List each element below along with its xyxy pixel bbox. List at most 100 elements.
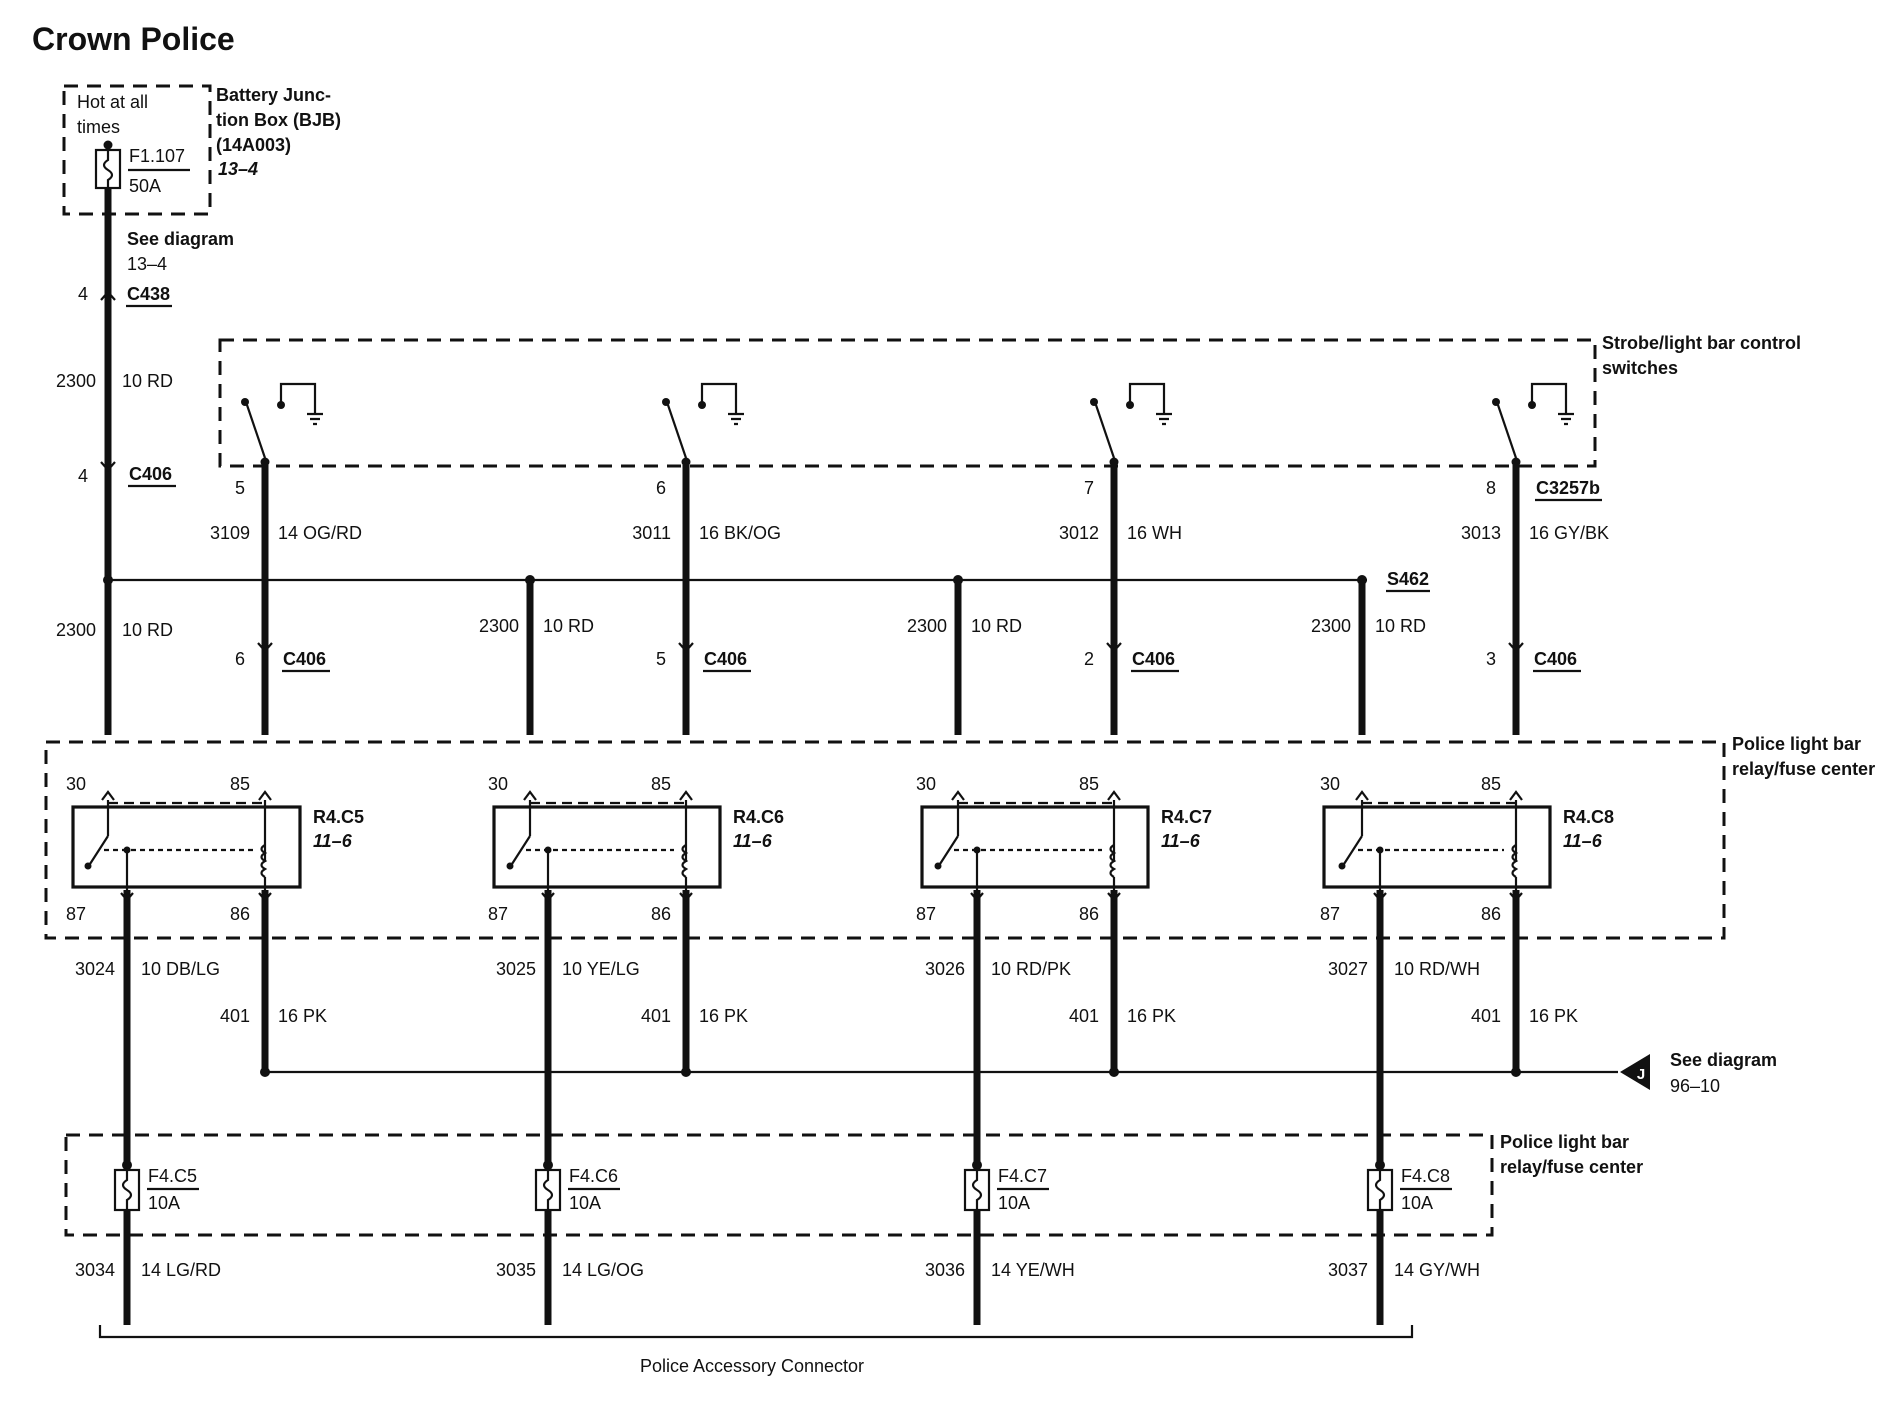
relay-pin-30-3: 30 (916, 774, 936, 794)
c406-pin-2: 5 (656, 649, 666, 669)
ground-circuit-4: 401 (1471, 1006, 1501, 1026)
switch-wire-2: 16 BK/OG (699, 523, 781, 543)
output-circuit-1: 3024 (75, 959, 115, 979)
relay-contact-pivot-3 (934, 862, 942, 870)
relay-pin-87-arrow-4 (1373, 892, 1387, 902)
relay-pin-86-arrow-3 (1107, 892, 1121, 902)
relay-contact-pivot-4 (1338, 862, 1346, 870)
bjb-hot-label-2: times (77, 117, 120, 137)
relay-ref-1: 11–6 (313, 831, 353, 851)
final-circuit-4: 3037 (1328, 1260, 1368, 1280)
bjb-hot-label-1: Hot at all (77, 92, 148, 112)
relay-pin-86-3: 86 (1079, 904, 1099, 924)
switch-2-terminal (681, 457, 691, 467)
relay-ref-2: 11–6 (733, 831, 773, 851)
relay-box-2 (492, 805, 722, 889)
relay-pin-85-arrow-2 (679, 790, 693, 801)
c406-connector-symbol-4 (1508, 642, 1524, 653)
switch-3-pivot (1090, 398, 1098, 406)
accessory-connector-label: Police Accessory Connector (640, 1356, 864, 1376)
switch-4-terminal (1511, 457, 1521, 467)
c406-feed-label: C406 (129, 464, 172, 484)
ground-circuit-1: 401 (220, 1006, 250, 1026)
relay-pin-87-3: 87 (916, 904, 936, 924)
switch-2-pivot (662, 398, 670, 406)
output-circuit-4: 3027 (1328, 959, 1368, 979)
switch-pin-1: 5 (235, 478, 245, 498)
c406-feed-pin: 4 (78, 466, 88, 486)
switch-1-ground-lead (279, 382, 317, 414)
switch-wire-1: 14 OG/RD (278, 523, 362, 543)
ground-circuit-3: 401 (1069, 1006, 1099, 1026)
fuse-4-element (1374, 1170, 1386, 1210)
relay-pin-86-4: 86 (1481, 904, 1501, 924)
ground-wire-label-1: 16 PK (278, 1006, 327, 1026)
c406-connector-symbol-1 (257, 642, 273, 653)
fuse-1-element (121, 1170, 133, 1210)
c438-label: C438 (127, 284, 170, 304)
relay-pin-30-arrow-2 (523, 790, 537, 801)
output-wire-label-4: 10 RD/WH (1394, 959, 1480, 979)
relay-pin-30-arrow-3 (951, 790, 965, 801)
c438-connector-symbol (100, 290, 116, 301)
c406-feed-connector-symbol (100, 461, 116, 472)
relay-contact-pivot-1 (84, 862, 92, 870)
relay-label-4: R4.C8 (1563, 807, 1614, 827)
switch-2-lever (666, 404, 688, 459)
relay-pin-86-arrow-2 (679, 892, 693, 902)
switch-4-ground-lead (1530, 382, 1568, 414)
output-circuit-3: 3026 (925, 959, 965, 979)
relay-contact-3 (939, 835, 959, 865)
fuse-2-element (542, 1170, 554, 1210)
fuse-4-node (1375, 1160, 1385, 1170)
accessory-connector-bracket (98, 1325, 1414, 1339)
relay-coil-4 (1511, 844, 1519, 878)
c406-label-1: C406 (283, 649, 326, 669)
fuse-2-rating: 10A (569, 1193, 601, 1213)
relay-pin-85-arrow-1 (258, 790, 272, 801)
switch-1-terminal (260, 457, 270, 467)
fuse-3-element (971, 1170, 983, 1210)
relay-pin-87-arrow-1 (120, 892, 134, 902)
final-circuit-3: 3036 (925, 1260, 965, 1280)
relay-center-box (44, 740, 1726, 940)
relay-contact-pivot-2 (506, 862, 514, 870)
relay-pin-85-arrow-3 (1107, 790, 1121, 801)
switch-3-terminal (1109, 457, 1119, 467)
ground-wire-label-3: 16 PK (1127, 1006, 1176, 1026)
relay-contact-4 (1343, 835, 1363, 865)
bus-node-2 (525, 575, 535, 585)
bjb-name-2: tion Box (BJB) (216, 110, 341, 130)
fuse-3-id: F4.C7 (998, 1166, 1047, 1186)
ground-node-3 (1109, 1067, 1119, 1077)
relay-center-label-1: Police light bar (1732, 734, 1861, 754)
relay-coil-2 (681, 844, 689, 878)
switch-4-lever (1496, 404, 1518, 459)
bjb-box (62, 84, 212, 216)
final-wire-label-4: 14 GY/WH (1394, 1260, 1480, 1280)
fuse-center-label-1: Police light bar (1500, 1132, 1629, 1152)
bjb-part-number: (14A003) (216, 135, 291, 155)
relay-pin-86-2: 86 (651, 904, 671, 924)
bus-node-4 (1357, 575, 1367, 585)
fuse-center-box (64, 1133, 1494, 1237)
splice-s462-label: S462 (1387, 569, 1429, 589)
final-wire-label-1: 14 LG/RD (141, 1260, 221, 1280)
fuse-center-label-2: relay/fuse center (1500, 1157, 1643, 1177)
feed-branch-circuit-3: 2300 (907, 616, 947, 636)
bjb-see-ref: 13–4 (127, 254, 167, 274)
fuse-1-id: F4.C5 (148, 1166, 197, 1186)
feed-branch-wire-label-2: 10 RD (543, 616, 594, 636)
strobe-switch-label-2: switches (1602, 358, 1678, 378)
ground-node-4 (1511, 1067, 1521, 1077)
final-wire-label-3: 14 YE/WH (991, 1260, 1075, 1280)
c406-label-2: C406 (704, 649, 747, 669)
final-wire-label-2: 14 LG/OG (562, 1260, 644, 1280)
relay-pin-85-2: 85 (651, 774, 671, 794)
feed-branch-wire-label-4: 10 RD (1375, 616, 1426, 636)
bjb-see-label: See diagram (127, 229, 234, 249)
relay-pin-85-arrow-4 (1509, 790, 1523, 801)
relay-pin-87-2: 87 (488, 904, 508, 924)
relay-pin-86-arrow-1 (258, 892, 272, 902)
